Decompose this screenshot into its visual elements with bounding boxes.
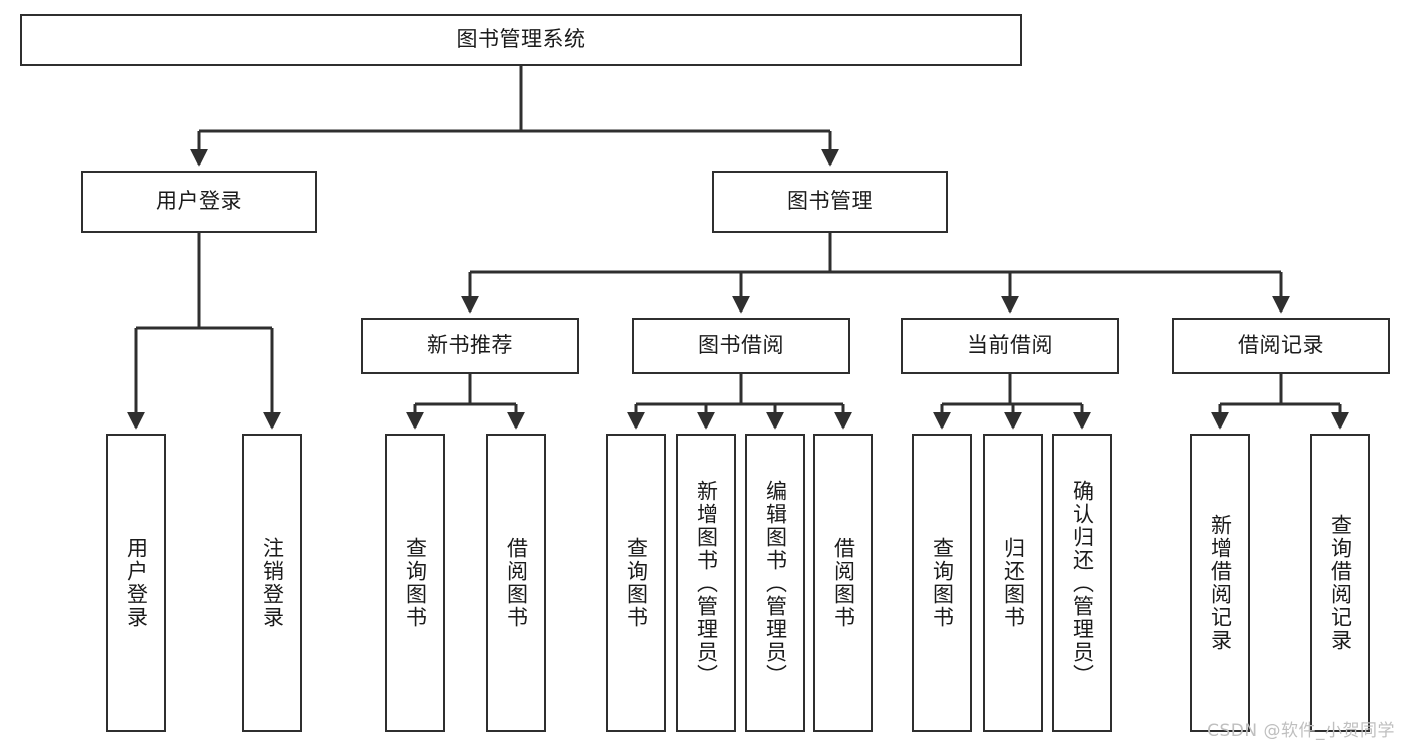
node-book-management-label: 图书管理 bbox=[787, 189, 873, 214]
node-book-borrow[interactable]: 图书借阅 bbox=[632, 318, 850, 374]
node-root-label: 图书管理系统 bbox=[456, 27, 586, 52]
leaf-borrow-book[interactable]: 借阅图书 bbox=[813, 434, 873, 732]
leaf-query-borrow-record-label: 查询借阅记录 bbox=[1328, 514, 1353, 652]
leaf-return-book[interactable]: 归还图书 bbox=[983, 434, 1043, 732]
leaf-return-book-label: 归还图书 bbox=[1001, 537, 1026, 629]
leaf-query-book-newbook[interactable]: 查询图书 bbox=[385, 434, 445, 732]
node-current-borrow-label: 当前借阅 bbox=[967, 333, 1053, 358]
leaf-query-borrow-record[interactable]: 查询借阅记录 bbox=[1310, 434, 1370, 732]
leaf-user-logout[interactable]: 注销登录 bbox=[242, 434, 302, 732]
node-new-book-recommend-label: 新书推荐 bbox=[427, 333, 513, 358]
leaf-add-borrow-record-label: 新增借阅记录 bbox=[1208, 514, 1233, 652]
leaf-edit-book-admin[interactable]: 编辑图书（管理员） bbox=[745, 434, 805, 732]
leaf-query-book-current-label: 查询图书 bbox=[930, 537, 955, 629]
node-user-login-label: 用户登录 bbox=[156, 189, 242, 214]
leaf-confirm-return-admin[interactable]: 确认归还（管理员） bbox=[1052, 434, 1112, 732]
leaf-confirm-return-admin-label: 确认归还（管理员） bbox=[1070, 479, 1095, 687]
csdn-watermark: CSDN @软件_小贺同学 bbox=[1207, 721, 1395, 741]
leaf-query-book-borrow[interactable]: 查询图书 bbox=[606, 434, 666, 732]
node-user-login[interactable]: 用户登录 bbox=[81, 171, 317, 233]
node-root[interactable]: 图书管理系统 bbox=[20, 14, 1022, 66]
node-borrow-record-label: 借阅记录 bbox=[1238, 333, 1324, 358]
node-new-book-recommend[interactable]: 新书推荐 bbox=[361, 318, 579, 374]
leaf-edit-book-admin-label: 编辑图书（管理员） bbox=[763, 479, 788, 687]
leaf-query-book-borrow-label: 查询图书 bbox=[624, 537, 649, 629]
node-borrow-record[interactable]: 借阅记录 bbox=[1172, 318, 1390, 374]
leaf-query-book-newbook-label: 查询图书 bbox=[403, 537, 428, 629]
leaf-borrow-book-newbook[interactable]: 借阅图书 bbox=[486, 434, 546, 732]
leaf-borrow-book-label: 借阅图书 bbox=[831, 537, 856, 629]
node-book-management[interactable]: 图书管理 bbox=[712, 171, 948, 233]
leaf-user-logout-label: 注销登录 bbox=[260, 537, 285, 629]
node-current-borrow[interactable]: 当前借阅 bbox=[901, 318, 1119, 374]
node-book-borrow-label: 图书借阅 bbox=[698, 333, 784, 358]
leaf-add-book-admin[interactable]: 新增图书（管理员） bbox=[676, 434, 736, 732]
leaf-user-login-label: 用户登录 bbox=[124, 537, 149, 629]
leaf-user-login[interactable]: 用户登录 bbox=[106, 434, 166, 732]
leaf-add-book-admin-label: 新增图书（管理员） bbox=[694, 479, 719, 687]
leaf-query-book-current[interactable]: 查询图书 bbox=[912, 434, 972, 732]
leaf-add-borrow-record[interactable]: 新增借阅记录 bbox=[1190, 434, 1250, 732]
leaf-borrow-book-newbook-label: 借阅图书 bbox=[504, 537, 529, 629]
